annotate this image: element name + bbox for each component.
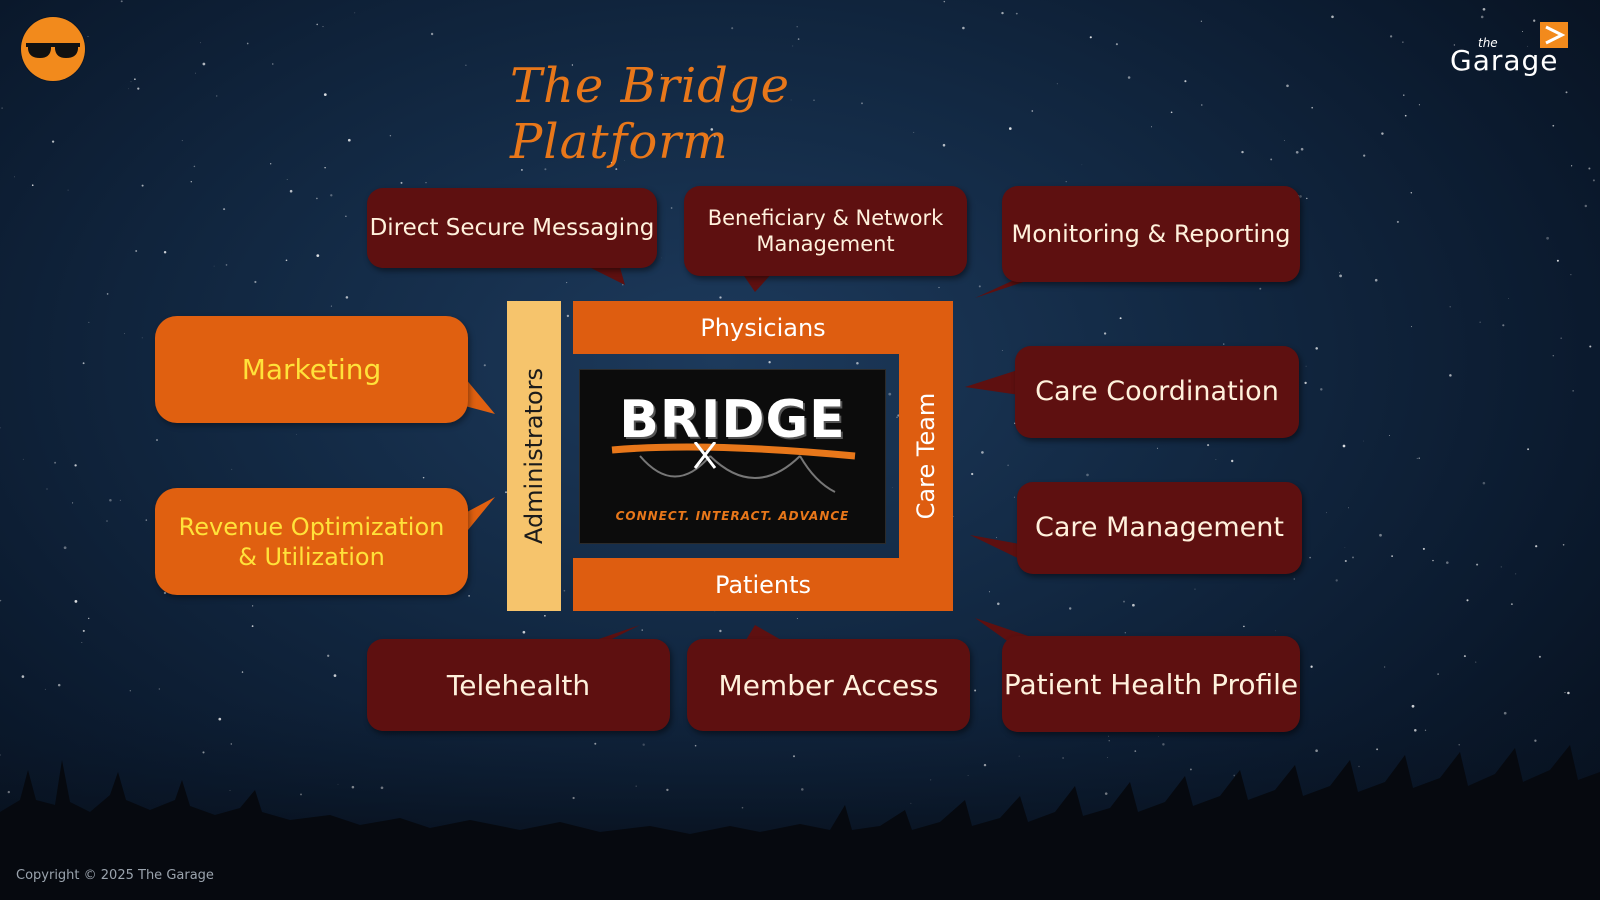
brand-name: Garage bbox=[1450, 44, 1559, 77]
bubble-beneficiary-network-management: Beneficiary & Network Management bbox=[684, 186, 967, 276]
garage-logo-icon: the Garage bbox=[1450, 22, 1580, 82]
care-team-label: Care Team bbox=[912, 392, 940, 520]
sunglasses-face-icon bbox=[21, 17, 85, 81]
copyright-text: Copyright © 2025 The Garage bbox=[16, 868, 214, 883]
bridge-logo-word: BRIDGE bbox=[619, 390, 846, 450]
bridge-arch-icon bbox=[611, 442, 856, 493]
physicians-label: Physicians bbox=[700, 313, 826, 342]
patients-bar: Patients bbox=[573, 558, 953, 611]
bubble-care-coordination: Care Coordination bbox=[1015, 346, 1299, 438]
brand-small-text: the bbox=[1478, 36, 1498, 50]
bridge-tagline: CONNECT. INTERACT. ADVANCE bbox=[615, 509, 850, 523]
bubble-member-access: Member Access bbox=[687, 639, 970, 731]
page-title: The Bridge Platform bbox=[510, 58, 791, 170]
bubble-telehealth: Telehealth bbox=[367, 639, 670, 731]
bubble-patient-health-profile: Patient Health Profile bbox=[1002, 636, 1300, 732]
patients-label: Patients bbox=[714, 570, 812, 599]
administrators-bar: Administrators bbox=[507, 301, 561, 611]
bridge-logo: BRIDGE CONNECT. INTERACT. ADVANCE bbox=[579, 369, 886, 544]
administrators-label: Administrators bbox=[520, 367, 548, 545]
bubble-care-management: Care Management bbox=[1017, 482, 1302, 574]
physicians-bar: Physicians bbox=[573, 301, 953, 354]
bubble-monitoring-reporting: Monitoring & Reporting bbox=[1002, 186, 1300, 282]
bubble-marketing: Marketing bbox=[155, 316, 468, 423]
bubble-direct-secure-messaging: Direct Secure Messaging bbox=[367, 188, 657, 268]
bubble-revenue-optimization: Revenue Optimization & Utilization bbox=[155, 488, 468, 595]
